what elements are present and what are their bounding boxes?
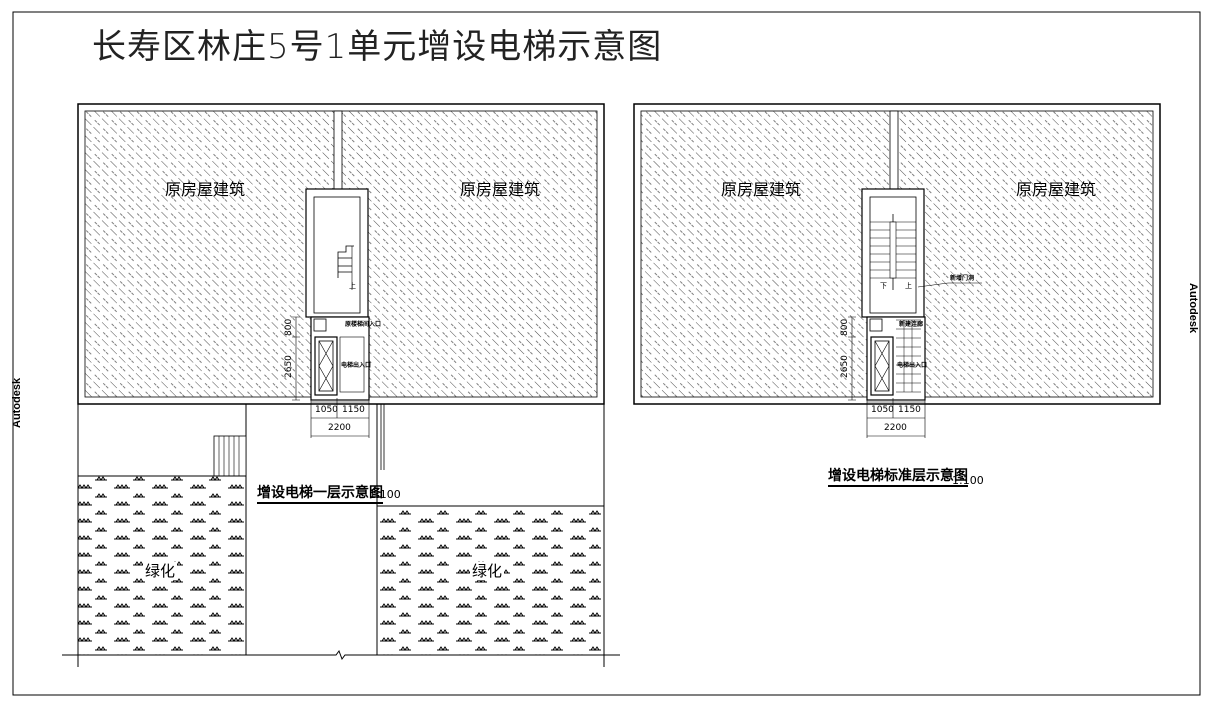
right-green-label: 绿化 <box>472 562 503 580</box>
left-dim-width-2: 1150 <box>342 405 365 415</box>
left-dim-depth-2: 2650 <box>284 355 294 378</box>
right-dim-width-1: 1050 <box>871 405 894 415</box>
right-building-label-a: 原房屋建筑 <box>721 180 802 199</box>
left-building-outline <box>77 103 605 405</box>
left-dim-width-1: 1050 <box>315 405 338 415</box>
left-note-hall: 原楼梯间入口 <box>345 321 382 328</box>
right-caption: 增设电梯标准层示意图 <box>828 469 968 487</box>
right-scale: 1:100 <box>952 474 984 487</box>
right-green-area <box>376 505 605 656</box>
left-green-label: 绿化 <box>145 562 176 580</box>
right-stair-mark-1: 下 <box>880 282 887 290</box>
right-note-lobby: 新建连廊 <box>899 321 924 328</box>
right-dim-depth-1: 800 <box>840 318 850 336</box>
right-building-outline <box>633 103 1161 405</box>
right-stair-mark-2: 上 <box>905 282 912 290</box>
left-scale: 1:100 <box>369 488 401 501</box>
left-building-label-a: 原房屋建筑 <box>165 180 246 199</box>
right-dim-total: 2200 <box>884 423 907 433</box>
right-building-label-b: 原房屋建筑 <box>1016 180 1097 199</box>
right-dim-depth-2: 2650 <box>840 355 850 378</box>
watermark-left: Autodesk <box>11 377 23 428</box>
right-elevator-car <box>870 336 894 396</box>
left-steps <box>213 435 247 477</box>
left-building-label-b: 原房屋建筑 <box>460 180 541 199</box>
left-note-entry: 电梯出入口 <box>341 362 372 369</box>
left-dim-depth-1: 800 <box>284 318 294 336</box>
ground-line <box>62 649 620 661</box>
right-plan <box>633 103 1161 438</box>
right-note-entry: 电梯出入口 <box>897 362 928 369</box>
watermark-right: Autodesk <box>1187 283 1199 334</box>
left-dim-total: 2200 <box>328 423 351 433</box>
drawing-frame <box>12 11 1201 696</box>
left-elevator-car <box>314 336 338 396</box>
drawing-title: 长寿区林庄5号1单元增设电梯示意图 <box>92 27 663 67</box>
left-caption: 增设电梯一层示意图 <box>257 486 383 504</box>
right-dim-width-2: 1150 <box>898 405 921 415</box>
left-plan <box>62 103 620 667</box>
right-note-door: 新增门洞 <box>950 275 975 282</box>
left-stair-mark: 上 <box>349 282 356 290</box>
